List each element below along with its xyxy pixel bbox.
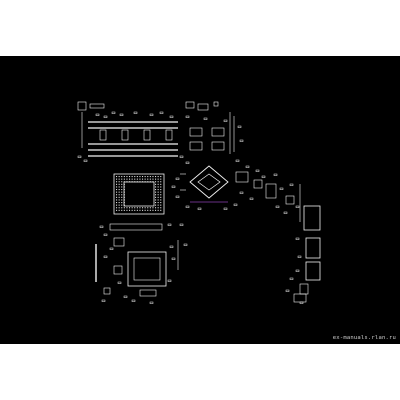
lower-left-section bbox=[95, 223, 179, 297]
schematic-viewer[interactable]: ex-manuals.rlan.ru bbox=[0, 56, 400, 344]
memory-slot-area bbox=[77, 101, 178, 157]
right-components bbox=[235, 171, 301, 222]
watermark-text: ex-manuals.rlan.ru bbox=[332, 335, 396, 341]
ic-cluster-top-right bbox=[185, 101, 235, 154]
cpu-bga-grid bbox=[113, 173, 165, 215]
boardview-canvas bbox=[77, 101, 321, 304]
passive-components bbox=[77, 111, 304, 304]
right-edge-connectors bbox=[293, 205, 321, 303]
chipset-package bbox=[180, 165, 229, 203]
